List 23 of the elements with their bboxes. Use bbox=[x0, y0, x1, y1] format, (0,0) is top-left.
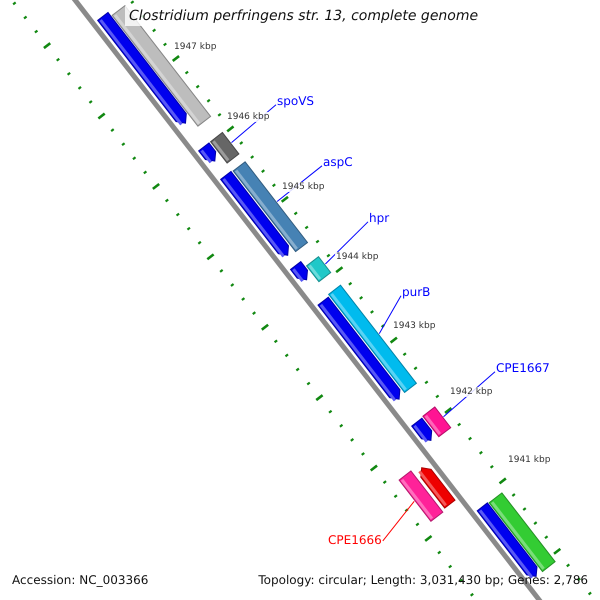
gene-label: purB bbox=[402, 286, 430, 300]
tick-label: 1942 kbp bbox=[449, 387, 494, 398]
gene-label: spoVS bbox=[277, 95, 314, 109]
tick-label: 1947 kbp bbox=[173, 42, 218, 52]
gene-bar bbox=[306, 256, 332, 282]
gene-label: aspC bbox=[323, 156, 353, 170]
gene-block bbox=[411, 418, 432, 442]
leader-line bbox=[382, 500, 415, 542]
gene-block bbox=[290, 260, 308, 282]
leader-line bbox=[378, 295, 402, 334]
tick-label: 1943 kbp bbox=[392, 321, 436, 332]
gene-label: CPE1666 bbox=[328, 534, 382, 548]
leader-line bbox=[324, 221, 368, 264]
tick-label: 1946 kbp bbox=[226, 112, 270, 122]
gene-block bbox=[418, 467, 456, 509]
gene-label: CPE1667 bbox=[496, 362, 550, 376]
tick-label: 1944 kbp bbox=[335, 252, 380, 262]
accession-text: Accession: NC_003366 bbox=[11, 573, 150, 589]
gene-label: hpr bbox=[369, 212, 390, 226]
tick-label: 1945 kbp bbox=[281, 182, 326, 192]
tick-label: 1941 kbp bbox=[507, 455, 552, 466]
gene-block bbox=[198, 142, 216, 164]
genome-summary-text: Topology: circular; Length: 3,031,430 bp; Genes: 2,786 bbox=[257, 573, 589, 589]
